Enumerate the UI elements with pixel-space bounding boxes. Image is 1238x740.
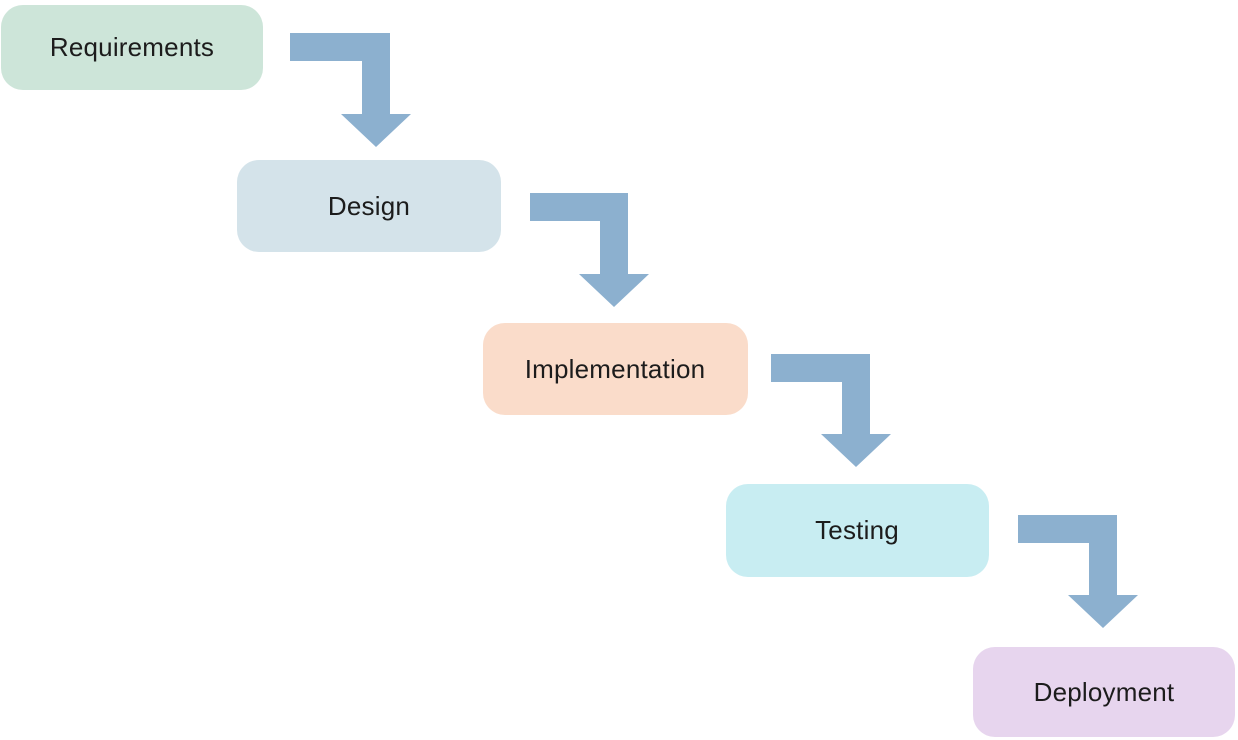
stage-box-implementation (483, 323, 748, 415)
stage-requirements: Requirements (1, 5, 263, 90)
connector-arrow-design-to-implementation (530, 193, 649, 307)
stage-implementation: Implementation (483, 323, 748, 415)
stage-design: Design (237, 160, 501, 252)
stage-deployment: Deployment (973, 647, 1235, 737)
stage-box-design (237, 160, 501, 252)
stage-box-testing (726, 484, 989, 577)
stage-box-requirements (1, 5, 263, 90)
stage-label-testing: Testing (815, 515, 899, 545)
stage-label-requirements: Requirements (50, 32, 214, 62)
connector-arrow-testing-to-deployment (1018, 515, 1138, 628)
stage-label-design: Design (328, 191, 410, 221)
stage-label-implementation: Implementation (525, 354, 706, 384)
stage-box-deployment (973, 647, 1235, 737)
stage-label-deployment: Deployment (1034, 677, 1175, 707)
stage-testing: Testing (726, 484, 989, 577)
connector-arrow-requirements-to-design (290, 33, 411, 147)
connector-arrow-implementation-to-testing (771, 354, 891, 467)
